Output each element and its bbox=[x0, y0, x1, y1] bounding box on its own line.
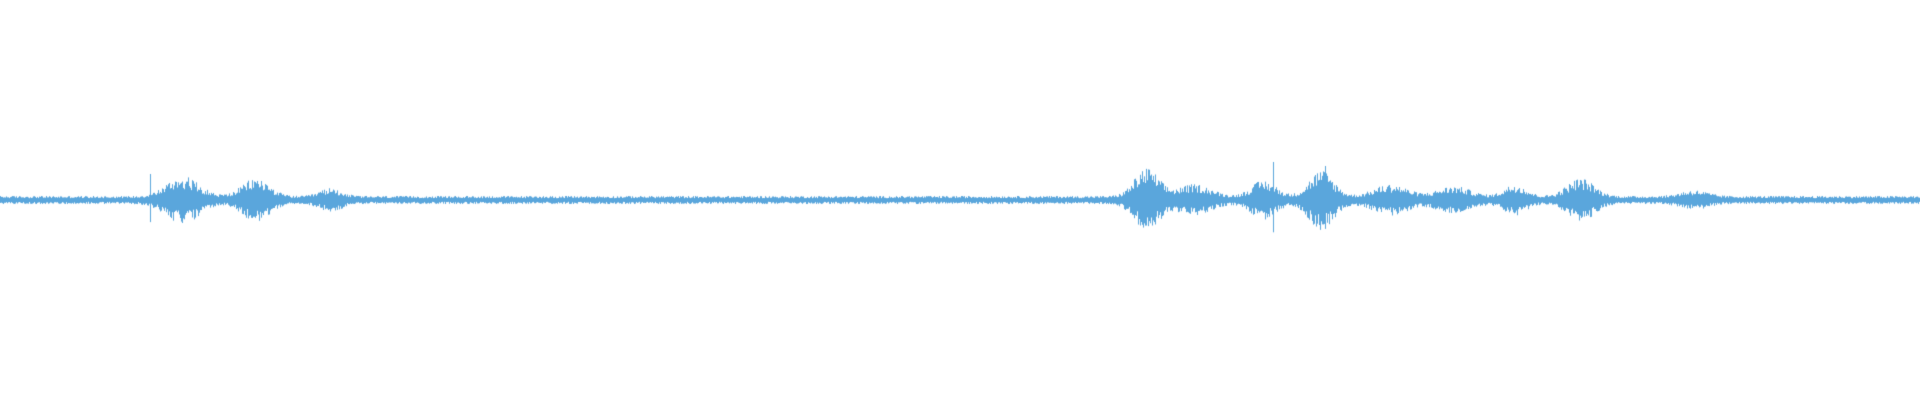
audio-waveform[interactable] bbox=[0, 0, 1920, 400]
waveform-canvas[interactable] bbox=[0, 0, 1920, 400]
